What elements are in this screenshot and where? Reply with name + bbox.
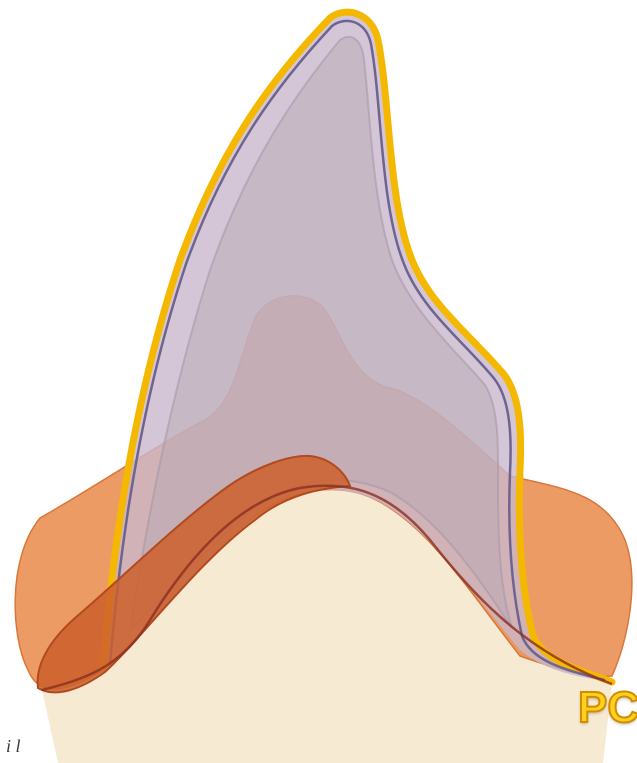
- badge-label: PC: [578, 686, 637, 730]
- corner-label: i l: [6, 736, 21, 757]
